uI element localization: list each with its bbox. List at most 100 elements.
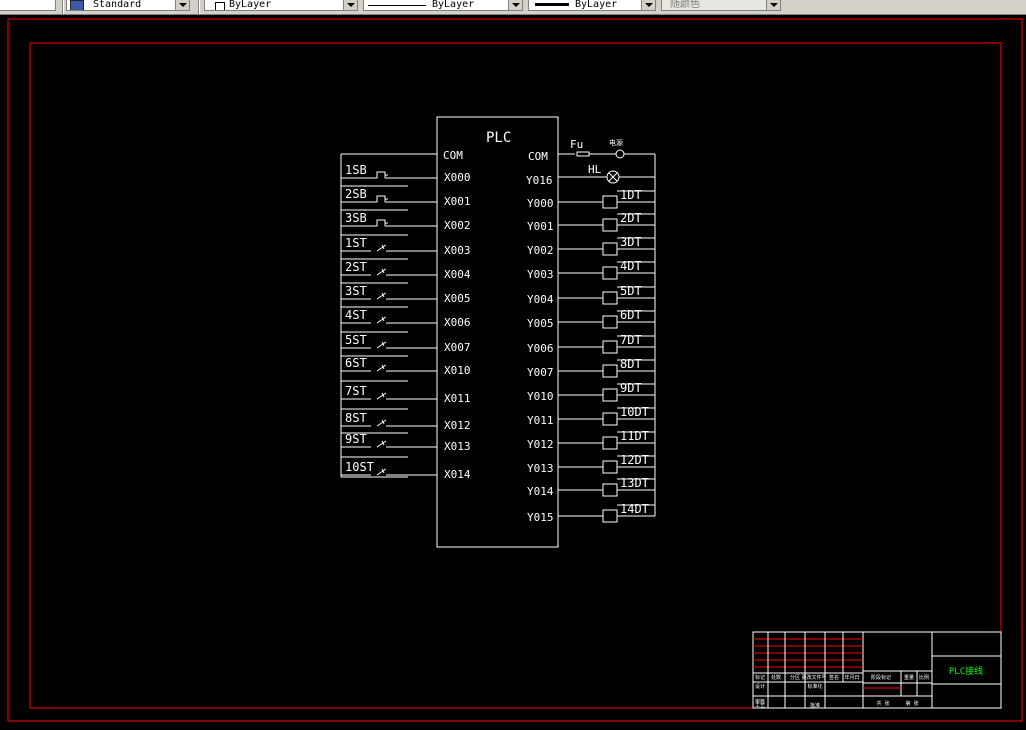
title-block-label: 设计 [755,683,765,690]
output-terminal-label: Y015 [527,511,554,524]
layer-color-dropdown[interactable]: ByLayer [204,0,358,11]
outer-frame [7,18,1023,722]
fuse-label: Fu [570,138,583,151]
output-device-label: 6DT [620,308,642,322]
output-terminal-label: Y001 [527,220,554,233]
properties-toolbar: Standard ByLayer ByLayer ByLayer 随颜色 [0,0,1026,15]
limit-switch-symbol [376,440,387,448]
input-device-label: 5ST [345,333,367,347]
output-device-label: 4DT [620,259,642,273]
title-block-label: 分区 [790,674,800,681]
title-block-frame [752,631,1002,709]
revision-grid [753,638,901,689]
input-terminal-label: X010 [444,364,471,377]
chevron-down-icon[interactable] [175,0,189,10]
output-device-label: 5DT [620,284,642,298]
input-row: 3SB X002 [341,211,471,236]
input-terminal-label: X014 [444,468,471,481]
lineweight-value: ByLayer [575,0,618,10]
input-device-label: 3SB [345,211,367,225]
chevron-down-icon [766,0,780,10]
limit-switch-symbol [376,341,387,349]
input-terminal-label: X013 [444,440,471,453]
text-style-value: Standard [93,0,142,10]
chevron-down-icon[interactable] [343,0,357,10]
title-block-label: 签名 [829,674,839,681]
inner-frame [29,42,1002,709]
output-com-label: COM [528,150,548,163]
title-block-label: 批准 [810,702,820,709]
output-row: Y012 11DT [527,429,655,451]
lineweight-dropdown[interactable]: ByLayer [528,0,656,11]
input-terminal-label: X000 [444,171,471,184]
push-button-symbol [371,219,386,227]
input-row: 10ST X014 [341,460,471,481]
output-device-label: 1DT [620,188,642,202]
title-block-label: 共 张 [876,700,889,707]
output-terminal-label: Y006 [527,342,554,355]
limit-switch-symbol [381,468,385,474]
title-block-label: 工艺 [755,703,765,709]
input-row: 9ST X013 [341,432,471,458]
plot-style-dropdown: 随颜色 [661,0,781,11]
limit-switch-symbol [381,392,385,398]
plc-schematic: PLC COM COM Fu 电源 HL Y016 1SBX0002SBX001… [340,116,656,548]
limit-switch-symbol [381,440,385,446]
output-terminal-label: Y012 [527,438,554,451]
limit-switch-symbol [376,364,387,372]
input-device-label: 7ST [345,384,367,398]
lamp-cross [608,172,618,182]
chevron-down-icon[interactable] [508,0,522,10]
limit-switch-symbol [381,419,385,425]
chevron-down-icon[interactable] [641,0,655,10]
lamp-terminal-label: Y016 [526,174,553,187]
push-button-symbol [371,171,386,179]
limit-switch-symbol [376,268,387,276]
output-device-label: 3DT [620,235,642,249]
prev-dropdown[interactable] [0,0,56,11]
push-button-symbol [371,195,386,203]
output-row: Y007 8DT [527,357,655,379]
text-style-dropdown[interactable]: Standard [66,0,190,11]
output-device-label: 12DT [620,453,649,467]
output-device-label: 11DT [620,429,649,443]
output-terminal-label: Y005 [527,317,554,330]
input-terminal-label: X012 [444,419,471,432]
linetype-dropdown[interactable]: ByLayer [363,0,523,11]
drawing-svg: PLC COM COM Fu 电源 HL Y016 1SBX0002SBX001… [0,15,1026,725]
title-block-label: 第 张 [905,700,918,707]
input-terminal-label: X003 [444,244,471,257]
output-device-label: 14DT [620,502,649,516]
input-device-label: 2ST [345,260,367,274]
input-terminal-label: X006 [444,316,471,329]
output-terminal-label: Y007 [527,366,554,379]
output-device-label: 13DT [620,476,649,490]
limit-switch-symbol [376,392,387,400]
input-device-label: 9ST [345,432,367,446]
limit-switch-symbol [376,316,387,324]
input-com-label: COM [443,149,463,162]
color-swatch-icon [215,2,225,10]
input-device-label: 10ST [345,460,374,474]
output-device-label: 8DT [620,357,642,371]
limit-switch-symbol [381,292,385,298]
plc-body [436,116,559,548]
title-block-label: 处数 [771,674,781,681]
title-block: PLC接线 标记处数分区更改文件号签名年月日设计标准化审核工艺批准阶段标记重量比… [752,631,1002,709]
toolbar-separator [62,0,64,14]
input-terminal-label: X002 [444,219,471,232]
